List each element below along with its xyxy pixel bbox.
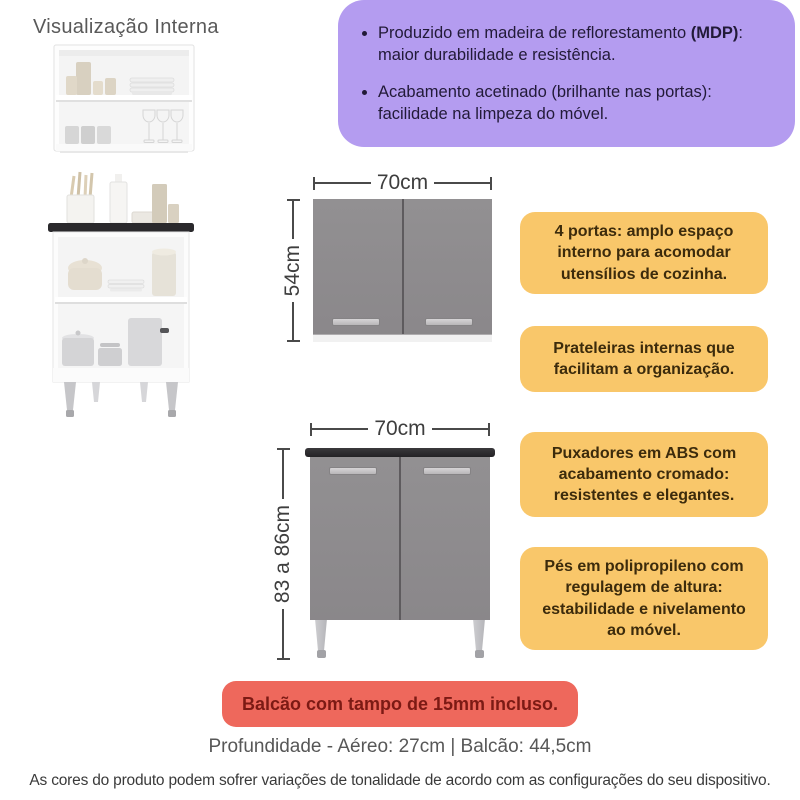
countertop-highlight-box: Balcão com tampo de 15mm incluso.	[222, 681, 578, 727]
base-cabinet-drawing: 70cm 83 a 86cm	[252, 417, 495, 670]
door-handle	[331, 318, 380, 326]
countertop	[305, 448, 495, 457]
leg-shaft	[315, 620, 327, 650]
feature-text-bold: (MDP)	[690, 23, 739, 42]
feature-text: : maior durabilidade e resistência.	[378, 23, 743, 65]
dimension-tick	[313, 176, 315, 190]
feature-text: Produzido em madeira de reflorestamento	[378, 23, 691, 42]
width-dimension-label: 70cm	[374, 417, 426, 440]
door-gap	[401, 199, 404, 334]
cabinet-base-strip	[313, 334, 492, 342]
feature-text: Acabamento acetinado (brilhante nas port…	[378, 82, 712, 123]
dimension-tick	[286, 340, 300, 343]
door-handle	[423, 467, 471, 475]
feature-box-handles: Puxadores em ABS com acabamento cromado:…	[520, 432, 768, 517]
cabinet-leg	[472, 620, 486, 660]
color-disclaimer: As cores do produto podem sofrer variaçõ…	[29, 772, 771, 789]
dimension-line	[431, 428, 489, 430]
depth-info: Profundidade - Aéreo: 27cm | Balcão: 44,…	[208, 736, 592, 757]
dimension-line	[292, 201, 294, 239]
height-dimension: 54cm	[280, 199, 306, 343]
material-features-box: Produzido em madeira de reflorestamento …	[338, 0, 795, 147]
dimension-tick	[488, 422, 491, 436]
leg-foot	[474, 650, 484, 658]
dimension-line	[315, 182, 371, 184]
dimension-tick	[310, 422, 312, 436]
door-gap	[399, 457, 401, 620]
base-cabinet-interior-photo	[48, 171, 194, 417]
wall-cabinet-drawing: 70cm 54cm	[262, 171, 493, 347]
base-cabinet-front	[310, 457, 490, 620]
feature-bullet-finish: Acabamento acetinado (brilhante nas port…	[378, 81, 763, 126]
dimension-tick	[276, 448, 290, 450]
feature-box-shelves: Prateleiras internas que facilitam a org…	[520, 326, 768, 392]
dimension-line	[282, 450, 284, 499]
door-handle	[425, 318, 474, 326]
material-features-list: Produzido em madeira de reflorestamento …	[378, 22, 763, 125]
dimension-line	[434, 182, 491, 184]
feature-bullet-mdp: Produzido em madeira de reflorestamento …	[378, 22, 763, 67]
dimension-line	[282, 609, 284, 658]
height-dimension-label: 54cm	[281, 244, 304, 297]
width-dimension: 70cm	[310, 417, 491, 440]
width-dimension: 70cm	[313, 171, 493, 194]
wall-cabinet-front	[313, 199, 492, 342]
door-handle	[329, 467, 377, 475]
wall-cabinet-interior-photo	[53, 44, 195, 153]
dimension-line	[292, 302, 294, 341]
dimension-tick	[286, 199, 300, 201]
page-title: Visualização Interna	[33, 16, 219, 38]
height-dimension: 83 a 86cm	[270, 448, 296, 660]
height-dimension-label: 83 a 86cm	[271, 504, 294, 604]
feature-box-doors: 4 portas: amplo espaço interno para acom…	[520, 212, 768, 294]
feature-box-feet: Pés em polipropileno com regulagem de al…	[520, 547, 768, 650]
dimension-tick	[490, 176, 493, 190]
dimension-line	[312, 428, 369, 430]
width-dimension-label: 70cm	[376, 171, 429, 194]
leg-foot	[316, 650, 326, 658]
dimension-tick	[276, 658, 290, 660]
leg-shaft	[473, 620, 485, 650]
cabinet-leg	[314, 620, 328, 660]
